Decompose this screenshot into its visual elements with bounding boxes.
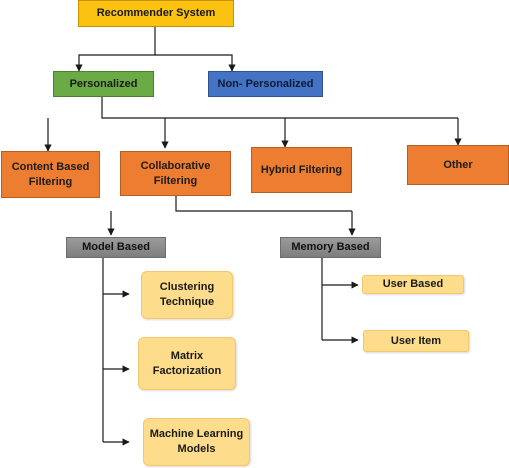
node-clustering-technique: Clustering Technique xyxy=(141,271,233,319)
node-user-based: User Based xyxy=(362,275,464,294)
node-hybrid-filtering: Hybrid Filtering xyxy=(251,147,352,193)
node-memory-based: Memory Based xyxy=(280,237,381,258)
edge-root-personalized xyxy=(75,27,156,72)
edge-collaborative-bus xyxy=(175,196,352,212)
edge-personalized-bus xyxy=(101,97,458,119)
node-machine-learning-models: Machine Learning Models xyxy=(143,418,250,466)
node-matrix-factorization: Matrix Factorization xyxy=(138,337,236,390)
node-personalized: Personalized xyxy=(53,71,154,97)
node-collaborative-filtering: Collaborative Filtering xyxy=(120,151,231,196)
node-non-personalized: Non- Personalized xyxy=(208,71,323,97)
edge-root-non-personalized xyxy=(155,54,236,72)
node-content-based-filtering: Content Based Filtering xyxy=(1,151,100,198)
node-user-item: User Item xyxy=(363,330,469,352)
node-recommender-system: Recommender System xyxy=(78,0,234,27)
node-model-based: Model Based xyxy=(66,237,166,258)
node-other: Other xyxy=(407,145,509,185)
